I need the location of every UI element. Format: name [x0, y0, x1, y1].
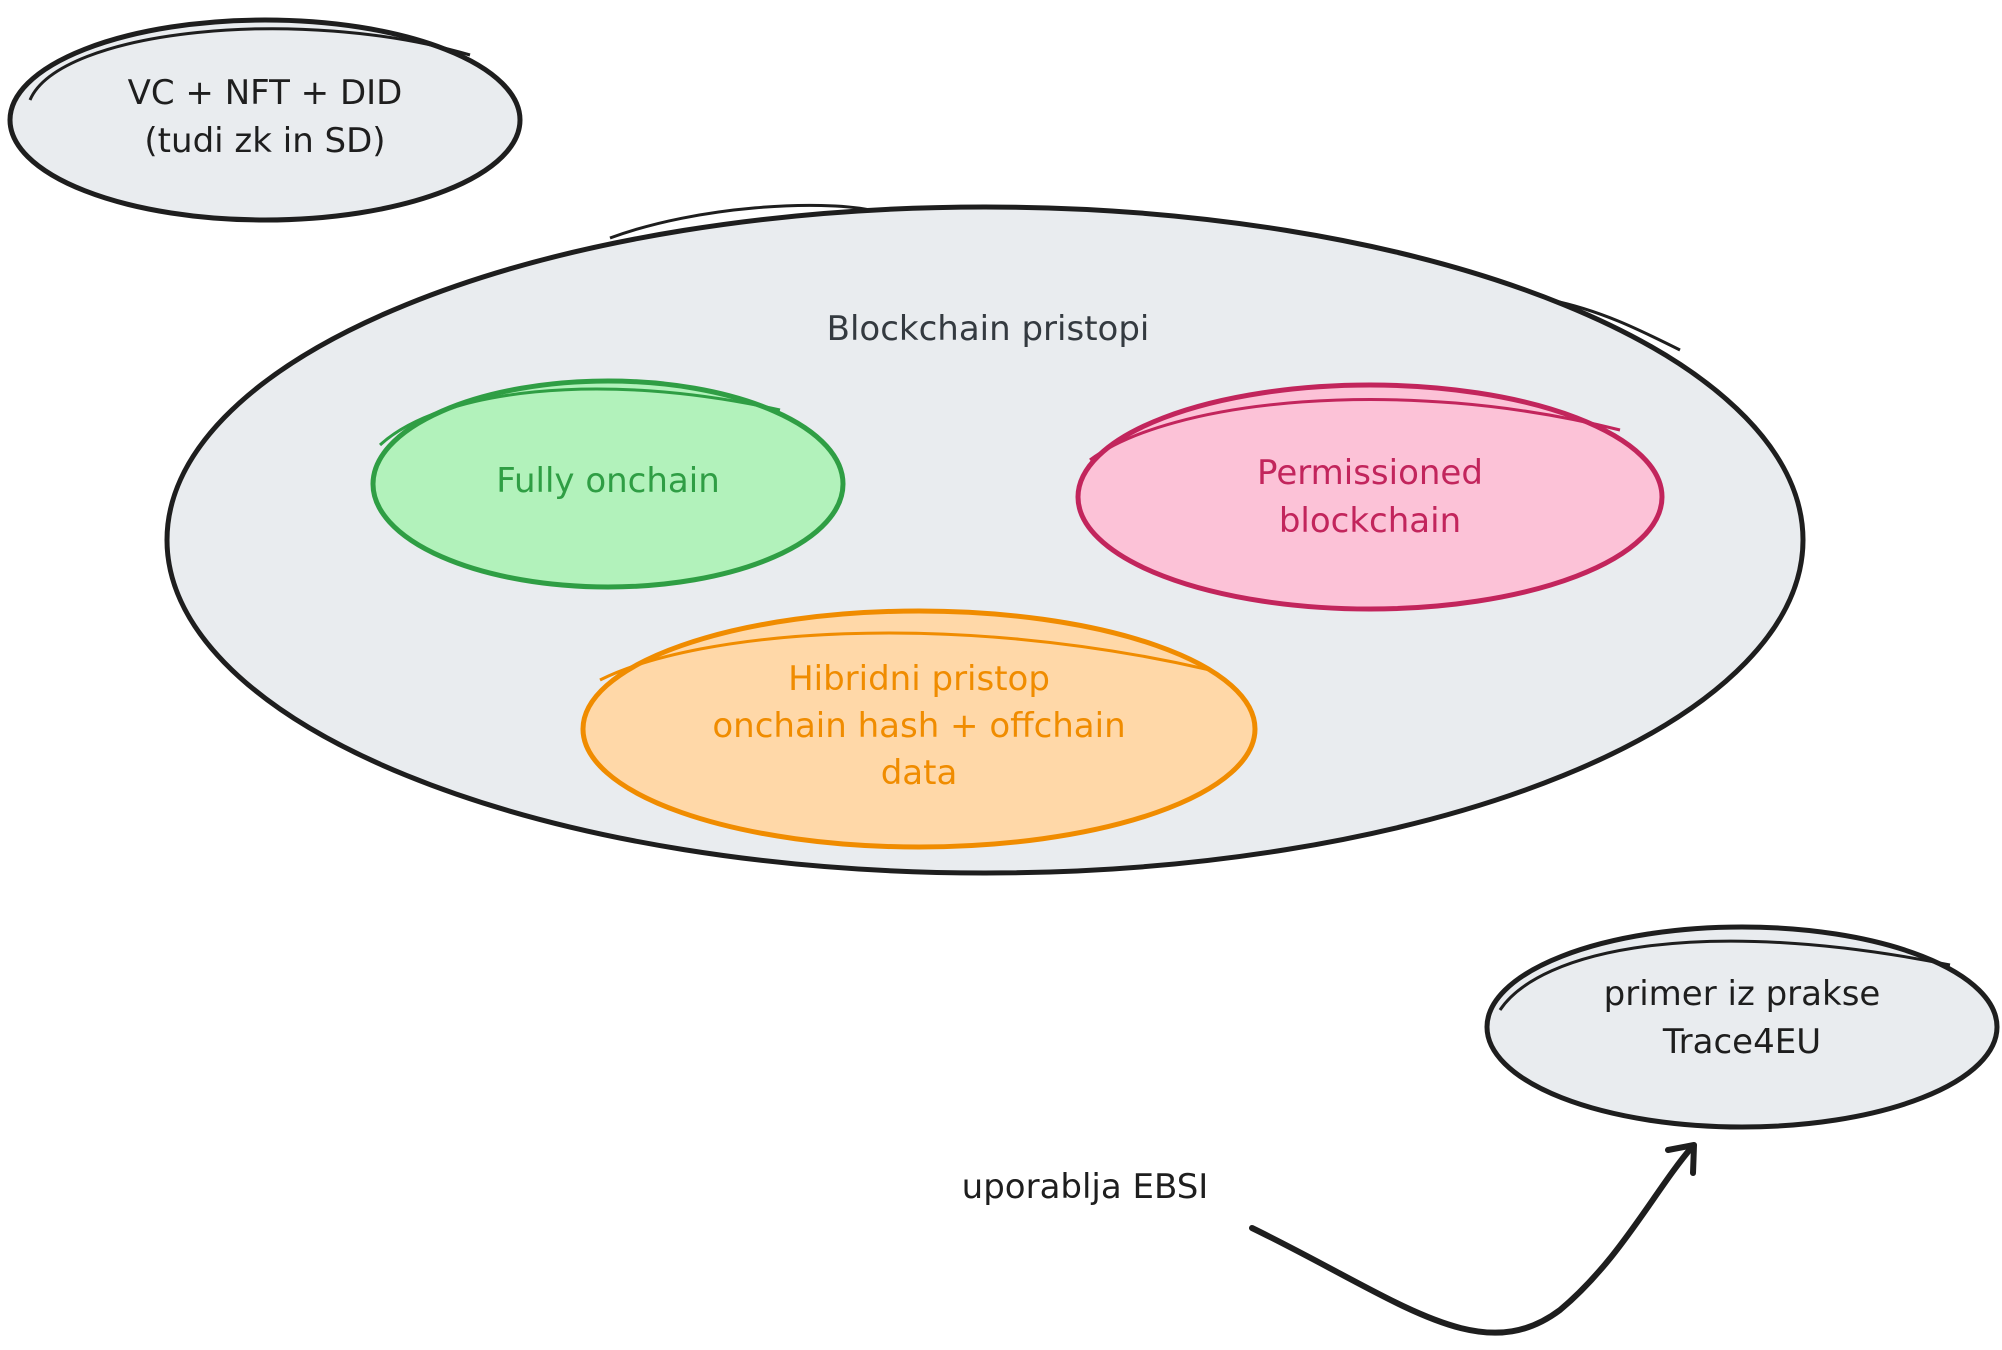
fully-onchain-ellipse	[370, 378, 846, 590]
arrow-label: uporablja EBSI	[962, 1167, 1209, 1207]
blockchain-sketch-stroke-right	[1549, 298, 1681, 352]
blockchain-approaches-node[interactable]: Blockchain pristopi	[164, 203, 1806, 876]
hybrid-approach-line3: data	[881, 753, 958, 793]
permissioned-sketch-stroke	[1089, 398, 1621, 462]
vc-nft-did-node[interactable]: VC + NFT + DID (tudi zk in SD)	[7, 17, 523, 223]
blockchain-approaches-title: Blockchain pristopi	[827, 309, 1150, 349]
arrow-head	[1665, 1142, 1697, 1176]
vc-nft-did-sketch-stroke	[28, 27, 471, 101]
permissioned-blockchain-ellipse	[1075, 382, 1665, 612]
hybrid-approach-line1: Hibridni pristop	[788, 659, 1050, 699]
uses-ebsi-arrow[interactable]	[1249, 1142, 1697, 1336]
hybrid-approach-ellipse	[580, 608, 1258, 850]
practice-example-node[interactable]: primer iz prakse Trace4EU	[1484, 924, 2000, 1130]
hybrid-approach-node[interactable]: Hibridni pristop onchain hash + offchain…	[580, 608, 1258, 850]
permissioned-blockchain-line2: blockchain	[1279, 501, 1461, 541]
hybrid-approach-line2: onchain hash + offchain	[712, 706, 1125, 746]
practice-example-line2: Trace4EU	[1662, 1022, 1821, 1062]
fully-onchain-label: Fully onchain	[496, 461, 720, 501]
vc-nft-did-ellipse	[7, 17, 523, 223]
practice-example-line1: primer iz prakse	[1604, 974, 1881, 1014]
fully-onchain-sketch-stroke	[378, 387, 781, 447]
practice-sketch-stroke	[1498, 939, 1951, 1011]
fully-onchain-node[interactable]: Fully onchain	[370, 378, 846, 590]
practice-example-ellipse	[1484, 924, 2000, 1130]
blockchain-approaches-ellipse	[164, 204, 1806, 876]
vc-nft-did-line2: (tudi zk in SD)	[144, 121, 385, 161]
permissioned-blockchain-line1: Permissioned	[1257, 453, 1483, 493]
vc-nft-did-line1: VC + NFT + DID	[128, 73, 403, 113]
arrow-shaft	[1249, 1144, 1695, 1336]
permissioned-blockchain-node[interactable]: Permissioned blockchain	[1075, 382, 1665, 612]
hybrid-sketch-stroke	[599, 631, 1211, 682]
blockchain-sketch-stroke-top	[609, 203, 871, 240]
